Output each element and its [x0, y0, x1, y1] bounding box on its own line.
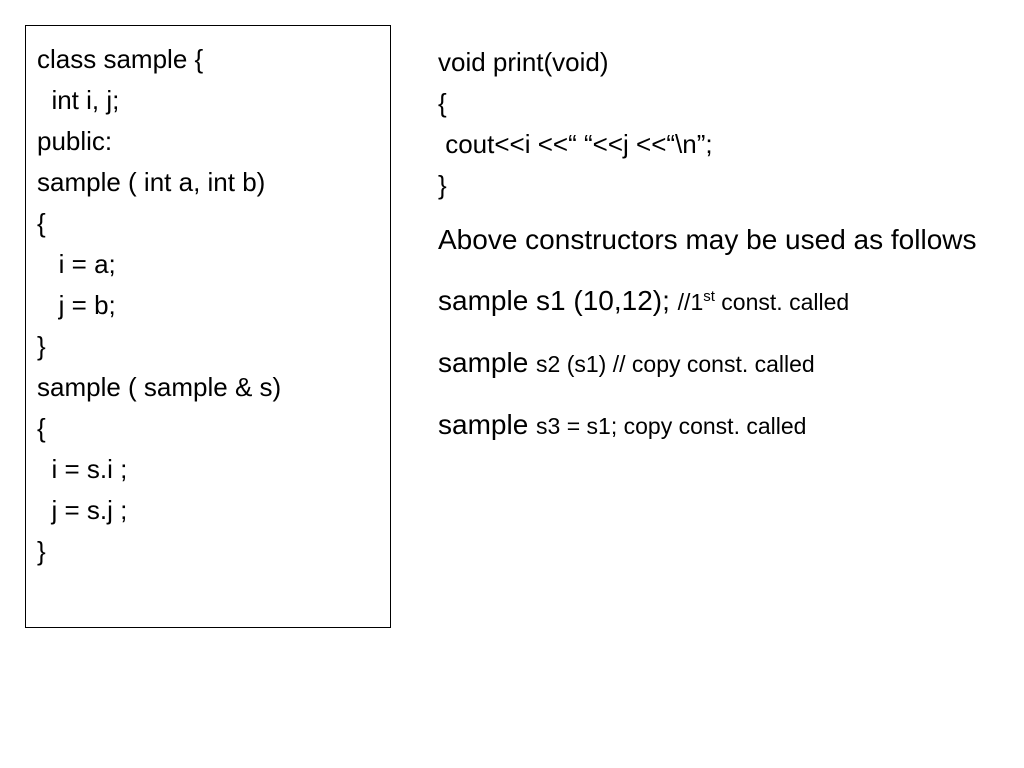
- ordinal-superscript: st: [703, 288, 715, 305]
- code-line: {: [37, 413, 46, 443]
- code-line: j = b;: [37, 290, 116, 320]
- usage-code: sample s1 (10,12);: [438, 285, 678, 316]
- code-line: sample ( int a, int b): [37, 167, 266, 197]
- usage-comment: s3 = s1; copy const. called: [536, 413, 807, 439]
- usage-line-2: sample s2 (s1) // copy const. called: [438, 343, 1008, 384]
- code-line: }: [37, 331, 46, 361]
- code-line: public:: [37, 126, 113, 156]
- print-code-line: cout<<i <<“ “<<j <<“\n”;: [438, 129, 713, 159]
- usage-code: sample: [438, 409, 537, 440]
- print-code-line: {: [438, 88, 447, 118]
- code-line: class sample {: [37, 44, 204, 74]
- usage-comment: //1st const. called: [678, 289, 850, 315]
- usage-line-1: sample s1 (10,12); //1st const. called: [438, 281, 1008, 322]
- print-code-line: }: [438, 170, 447, 200]
- print-function-code: void print(void) { cout<<i <<“ “<<j <<“\…: [438, 42, 1008, 206]
- code-line: j = s.j ;: [37, 495, 128, 525]
- class-code-box: class sample { int i, j; public: sample …: [25, 25, 391, 628]
- explanation-text: Above constructors may be used as follow…: [438, 224, 977, 255]
- usage-code: sample: [438, 347, 537, 378]
- usage-line-3: sample s3 = s1; copy const. called: [438, 405, 1008, 446]
- right-column: void print(void) { cout<<i <<“ “<<j <<“\…: [438, 42, 1008, 446]
- comment-suffix: const. called: [714, 289, 850, 315]
- code-line: }: [37, 536, 46, 566]
- code-line: {: [37, 208, 46, 238]
- code-line: int i, j;: [37, 85, 120, 115]
- print-code-line: void print(void): [438, 47, 609, 77]
- code-line: sample ( sample & s): [37, 372, 282, 402]
- code-line: i = s.i ;: [37, 454, 128, 484]
- code-line: i = a;: [37, 249, 116, 279]
- comment-prefix: //1: [677, 289, 704, 315]
- usage-comment: s2 (s1) // copy const. called: [536, 351, 815, 377]
